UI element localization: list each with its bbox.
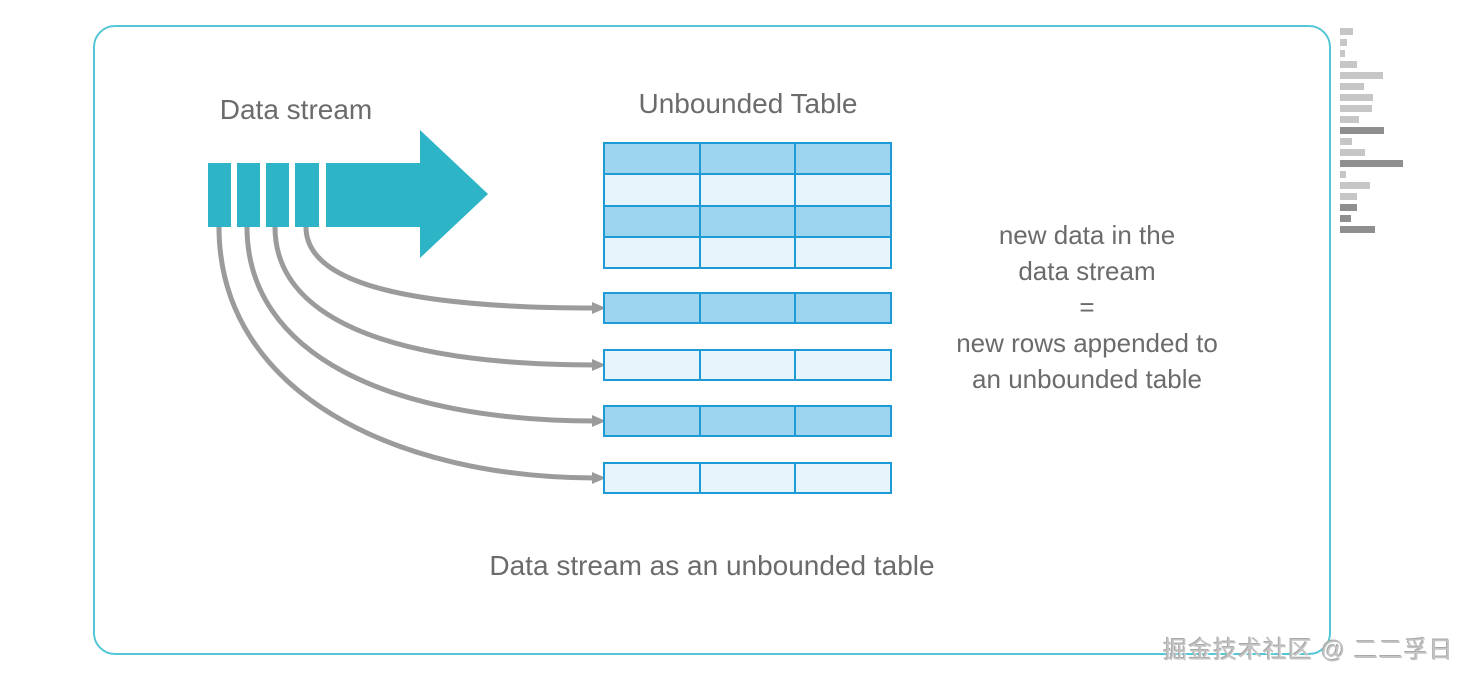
scroll-minimap bbox=[1340, 28, 1412, 237]
table-cell bbox=[699, 174, 796, 206]
minimap-bar bbox=[1340, 61, 1357, 68]
table-cell bbox=[604, 406, 700, 436]
data-stream-label: Data stream bbox=[219, 94, 373, 125]
appended-row-1 bbox=[603, 292, 892, 324]
appended-row-2 bbox=[603, 349, 892, 381]
minimap-bar bbox=[1340, 28, 1353, 35]
minimap-bar bbox=[1340, 116, 1359, 123]
stream-to-row-arrow-4 bbox=[216, 226, 606, 484]
table-cell bbox=[699, 463, 796, 493]
table-row bbox=[604, 143, 892, 175]
stream-arrow-body bbox=[326, 163, 420, 227]
table-cell bbox=[795, 293, 892, 323]
table-cell bbox=[699, 350, 796, 380]
table-cell bbox=[604, 174, 700, 206]
table-row bbox=[604, 174, 892, 206]
annotation-line: new rows appended to bbox=[956, 328, 1218, 358]
table-cell bbox=[604, 350, 700, 380]
minimap-bar bbox=[1340, 226, 1375, 233]
annotation-line: data stream bbox=[1018, 256, 1156, 286]
table-cell bbox=[795, 174, 892, 206]
table-cell bbox=[699, 293, 796, 323]
minimap-bar bbox=[1340, 204, 1357, 211]
annotation-line: = bbox=[1079, 292, 1095, 322]
table-cell bbox=[795, 350, 892, 380]
minimap-bar bbox=[1340, 171, 1346, 178]
table-cell bbox=[604, 293, 700, 323]
appended-row-3 bbox=[603, 405, 892, 437]
stream-to-row-arrow-3 bbox=[244, 226, 606, 427]
appended-row-4 bbox=[603, 462, 892, 494]
diagram-border bbox=[93, 25, 1331, 655]
diagram-caption: Data stream as an unbounded table bbox=[489, 550, 935, 581]
minimap-bar bbox=[1340, 215, 1351, 222]
data-stream-arrow-graphic bbox=[208, 130, 488, 258]
table-cell bbox=[699, 205, 796, 237]
minimap-bar bbox=[1340, 182, 1370, 189]
stream-to-row-arrow-2 bbox=[272, 226, 606, 371]
annotation-text: new data in the data stream = new rows a… bbox=[912, 217, 1262, 397]
table-cell bbox=[699, 143, 796, 175]
table-row bbox=[604, 205, 892, 237]
minimap-bar bbox=[1340, 83, 1364, 90]
table-cell bbox=[795, 406, 892, 436]
minimap-bar bbox=[1340, 105, 1372, 112]
stream-to-row-arrow-1 bbox=[303, 226, 606, 314]
minimap-bar bbox=[1340, 193, 1357, 200]
stream-arrow-head-icon bbox=[420, 130, 488, 258]
minimap-bar bbox=[1340, 138, 1352, 145]
minimap-bar bbox=[1340, 39, 1347, 46]
unbounded-table bbox=[603, 142, 892, 269]
stream-segment bbox=[266, 163, 289, 227]
table-cell bbox=[604, 205, 700, 237]
minimap-bar bbox=[1340, 72, 1383, 79]
table-cell bbox=[604, 463, 700, 493]
stream-segment bbox=[295, 163, 319, 227]
unbounded-table-title: Unbounded Table bbox=[638, 88, 858, 119]
annotation-line: new data in the bbox=[998, 220, 1176, 250]
table-cell bbox=[699, 406, 796, 436]
table-cell bbox=[795, 205, 892, 237]
table-cell bbox=[604, 236, 700, 268]
minimap-bar bbox=[1340, 94, 1373, 101]
table-cell bbox=[795, 236, 892, 268]
table-cell bbox=[604, 143, 700, 175]
minimap-bar bbox=[1340, 160, 1403, 167]
stream-segment bbox=[237, 163, 260, 227]
minimap-bar bbox=[1340, 127, 1384, 134]
annotation-line: an unbounded table bbox=[972, 364, 1202, 394]
minimap-bar bbox=[1340, 50, 1345, 57]
table-cell bbox=[795, 463, 892, 493]
stream-to-rows-arrows bbox=[216, 226, 606, 484]
table-cell bbox=[699, 236, 796, 268]
watermark-text: 掘金技术社区 @ 二二孚日 bbox=[1163, 637, 1454, 664]
stream-segment bbox=[208, 163, 231, 227]
table-row bbox=[604, 236, 892, 268]
table-cell bbox=[795, 143, 892, 175]
minimap-bar bbox=[1340, 149, 1365, 156]
